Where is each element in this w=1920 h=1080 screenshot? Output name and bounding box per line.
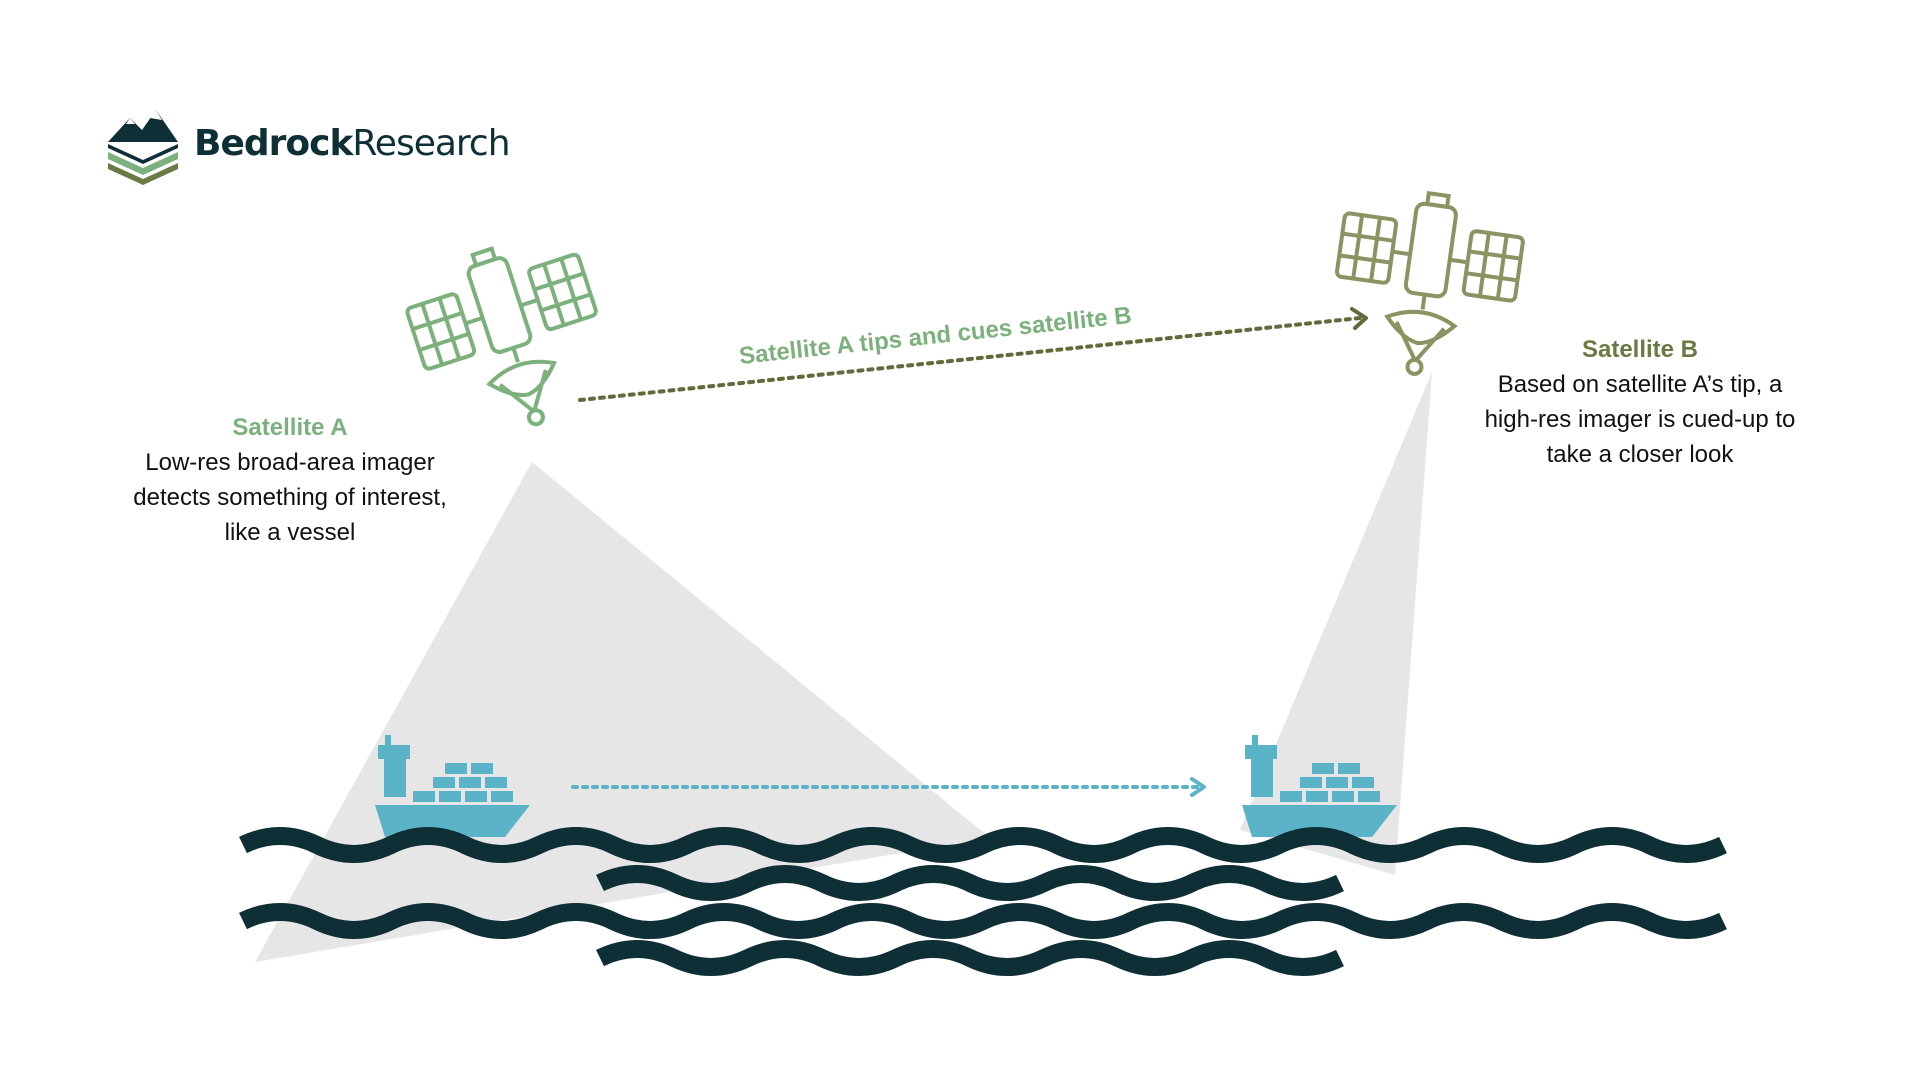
satellite-b-line-3: take a closer look	[1547, 441, 1735, 468]
tip-cue-label: Satellite A tips and cues satellite B	[738, 302, 1133, 370]
brand-name-bold: Bedrock	[194, 123, 354, 164]
brand-name: BedrockResearch	[194, 123, 510, 164]
satellite-b-icon	[1324, 182, 1527, 386]
satellite-a-line-3: like a vessel	[225, 519, 356, 546]
satellite-a-icon	[397, 224, 624, 452]
wave-icon	[600, 949, 1340, 967]
satellite-a-line-2: detects something of interest,	[133, 484, 447, 511]
satellite-b-line-2: high-res imager is cued-up to	[1485, 406, 1796, 433]
satellite-a-title: Satellite A	[232, 414, 347, 441]
wave-icon	[243, 912, 1723, 930]
brand-name-light: Research	[352, 123, 509, 164]
satellite-a-line-1: Low-res broad-area imager	[145, 449, 434, 476]
satellite-b-title: Satellite B	[1582, 336, 1698, 363]
wave-icon	[243, 836, 1723, 854]
mountain-strata-logo	[108, 110, 178, 185]
satellite-b-line-1: Based on satellite A’s tip, a	[1498, 371, 1783, 398]
